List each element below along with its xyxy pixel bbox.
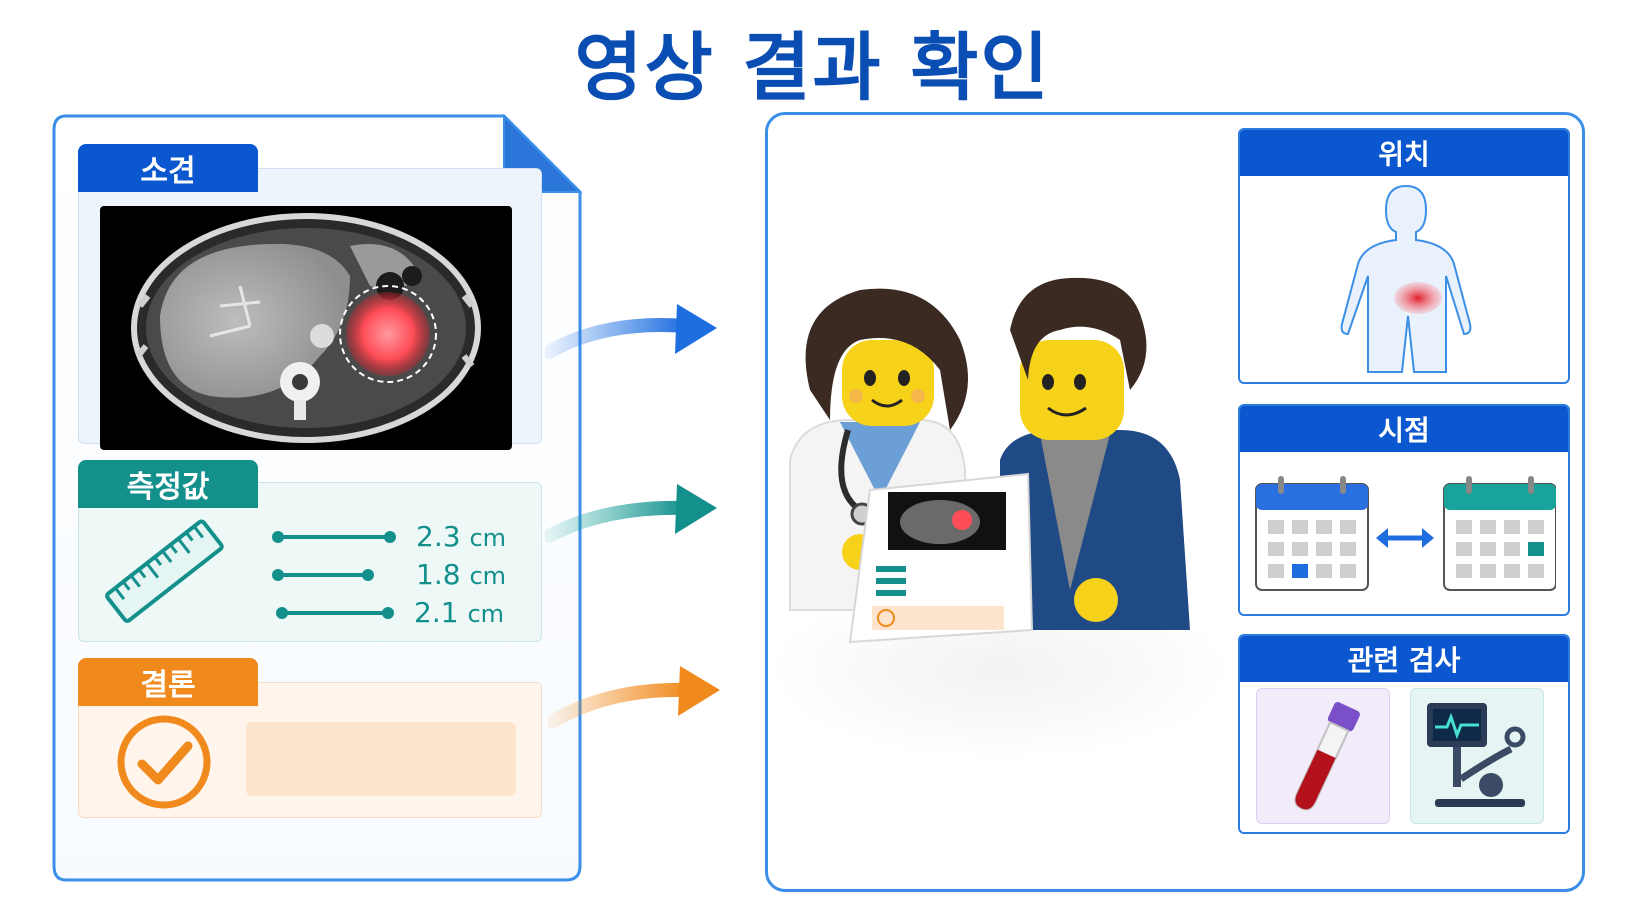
- ct-scan-image: [100, 206, 512, 450]
- arrow-right-blue-icon: [545, 304, 717, 359]
- timepoint-card-title: 시점: [1240, 406, 1568, 452]
- measurement-row-2: 1.8 cm: [272, 558, 507, 591]
- measurement-line-icon: [272, 568, 374, 581]
- measurement-value: 2.1 cm: [414, 596, 505, 629]
- conclusion-tab: 결론: [78, 658, 258, 706]
- ruler-icon: [105, 519, 224, 623]
- timepoint-card: 시점: [1238, 404, 1570, 616]
- page-title: 영상 결과 확인: [574, 25, 1051, 111]
- related-tests-card: 관련 검사: [1238, 634, 1570, 834]
- ct-scan-drawing: [131, 213, 481, 443]
- blood-tube-icon: [1294, 702, 1360, 811]
- measurement-value: 1.8 cm: [416, 558, 507, 591]
- calendar-after-icon: [1443, 476, 1556, 591]
- conclusion-text-placeholder: [246, 722, 516, 796]
- measurement-line-icon: [272, 530, 396, 543]
- location-card: 위치: [1238, 128, 1570, 384]
- report-sheet-icon: [848, 472, 1034, 644]
- calendar-compare-icon: [1255, 476, 1556, 591]
- arrow-right-teal-icon: [545, 484, 717, 543]
- measurement-line-icon: [276, 606, 394, 619]
- related-tests-card-title: 관련 검사: [1240, 636, 1568, 682]
- measurement-row-1: 2.3 cm: [272, 520, 507, 553]
- measurement-row-3: 2.1 cm: [276, 596, 505, 629]
- blood-test-tile: [1256, 688, 1390, 824]
- stress-test-bike-icon: [1427, 703, 1526, 807]
- findings-tab: 소견: [78, 144, 258, 192]
- body-outline-icon: [1340, 184, 1472, 373]
- cardio-test-tile: [1410, 688, 1544, 824]
- measurements-tab: 측정값: [78, 460, 258, 508]
- location-card-title: 위치: [1240, 130, 1568, 176]
- double-arrow-icon: [1376, 528, 1434, 548]
- check-circle-icon: [117, 715, 211, 809]
- calendar-before-icon: [1255, 476, 1369, 591]
- patient-figure: [1000, 277, 1190, 630]
- doctor-patient-scene: [770, 277, 1230, 760]
- measurement-value: 2.3 cm: [416, 520, 507, 553]
- measurements-panel: [78, 482, 542, 642]
- arrow-right-orange-icon: [548, 666, 720, 729]
